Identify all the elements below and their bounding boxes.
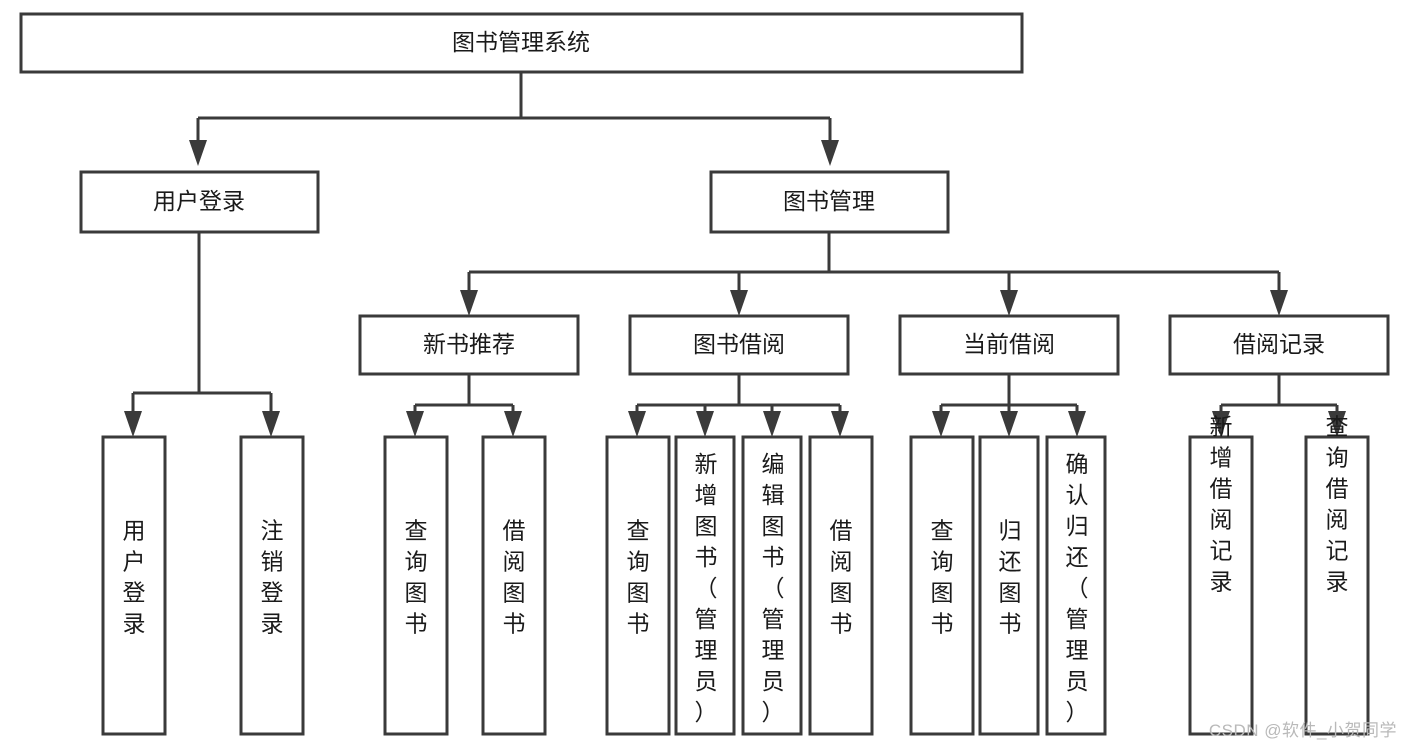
leaf-add-book-admin-box — [674, 435, 736, 736]
arrowhead-book-mgmt — [821, 140, 839, 166]
leaf-query-book-bb-label: 查询图书 — [627, 518, 650, 637]
arrowhead-nbr-2 — [504, 411, 522, 437]
leaf-query-book-bb[interactable]: 查询图书 — [605, 435, 671, 736]
node-new-book-recommend-label: 新书推荐 — [423, 331, 515, 357]
leaf-borrow-book-nbr-box — [481, 435, 547, 736]
arrowhead-bb-3 — [763, 411, 781, 437]
csdn-watermark: CSDN @软件_小贺同学 — [1208, 721, 1397, 740]
leaf-confirm-return-admin-box — [1045, 435, 1107, 736]
arrowhead-new-book — [460, 290, 478, 316]
arrowhead-borrow-record — [1270, 290, 1288, 316]
node-book-management[interactable]: 图书管理 — [709, 170, 950, 234]
node-user-login[interactable]: 用户登录 — [79, 170, 320, 234]
leaf-borrow-book-bb[interactable]: 借阅图书 — [808, 435, 874, 736]
leaf-query-book-nbr[interactable]: 查询图书 — [383, 435, 449, 736]
node-current-borrow-label: 当前借阅 — [963, 331, 1055, 357]
node-book-borrow[interactable]: 图书借阅 — [628, 314, 850, 376]
leaf-borrow-book-nbr[interactable]: 借阅图书 — [481, 435, 547, 736]
leaf-logout[interactable]: 注销登录 — [239, 435, 305, 736]
node-borrow-record-label: 借阅记录 — [1233, 331, 1325, 357]
arrowhead-cb-1 — [932, 411, 950, 437]
leaf-add-book-admin[interactable]: 新增图书（管理员） — [674, 435, 736, 736]
arrowhead-cb-3 — [1068, 411, 1086, 437]
leaf-borrow-book-bb-box — [808, 435, 874, 736]
leaf-add-book-admin-label: 新增图书（管理员） — [695, 451, 718, 725]
node-book-management-box — [709, 170, 950, 234]
leaf-query-book-nbr-label: 查询图书 — [405, 518, 428, 637]
leaf-borrow-book-bb-label: 借阅图书 — [830, 518, 853, 637]
arrowhead-book-borrow — [730, 290, 748, 316]
node-borrow-record-box — [1168, 314, 1390, 376]
arrowhead-bb-4 — [831, 411, 849, 437]
leaf-query-book-cb-box — [909, 435, 975, 736]
leaf-user-login[interactable]: 用户登录 — [101, 435, 167, 736]
leaf-add-borrow-record-label: 新增借阅记录 — [1210, 414, 1233, 595]
leaf-add-borrow-record-box — [1188, 435, 1254, 736]
arrowhead-bb-1 — [628, 411, 646, 437]
leaf-query-book-nbr-box — [383, 435, 449, 736]
arrowhead-bb-2 — [696, 411, 714, 437]
leaf-return-book-label: 归还图书 — [999, 518, 1022, 637]
node-root-label: 图书管理系统 — [452, 29, 590, 55]
leaf-edit-book-admin-label: 编辑图书（管理员） — [762, 451, 785, 725]
leaf-query-book-cb[interactable]: 查询图书 — [909, 435, 975, 736]
node-current-borrow-box — [898, 314, 1120, 376]
node-book-borrow-label: 图书借阅 — [693, 331, 785, 357]
arrowhead-nbr-1 — [406, 411, 424, 437]
leaf-edit-book-admin[interactable]: 编辑图书（管理员） — [741, 435, 803, 736]
leaf-logout-box — [239, 435, 305, 736]
node-book-borrow-box — [628, 314, 850, 376]
node-borrow-record[interactable]: 借阅记录 — [1168, 314, 1390, 376]
arrowhead-leaf-user-login — [124, 411, 142, 437]
leaf-user-login-label: 用户登录 — [123, 518, 146, 637]
node-root-box — [19, 12, 1024, 74]
arrowhead-current-borrow — [1000, 290, 1018, 316]
leaf-return-book-box — [978, 435, 1040, 736]
leaf-logout-label: 注销登录 — [261, 518, 284, 637]
leaf-confirm-return-admin-label: 确认归还（管理员） — [1066, 451, 1089, 725]
leaf-return-book[interactable]: 归还图书 — [978, 435, 1040, 736]
arrowhead-cb-2 — [1000, 411, 1018, 437]
arrowhead-user-login — [189, 140, 207, 166]
leaf-query-borrow-record[interactable]: 查询借阅记录 — [1304, 414, 1370, 736]
leaf-query-borrow-record-box — [1304, 435, 1370, 736]
arrowhead-leaf-logout — [262, 411, 280, 437]
leaf-query-borrow-record-label: 查询借阅记录 — [1326, 414, 1349, 595]
leaf-query-book-cb-label: 查询图书 — [931, 518, 954, 637]
node-new-book-recommend[interactable]: 新书推荐 — [358, 314, 580, 376]
leaf-add-borrow-record[interactable]: 新增借阅记录 — [1188, 414, 1254, 736]
leaf-confirm-return-admin[interactable]: 确认归还（管理员） — [1045, 435, 1107, 736]
leaf-borrow-book-nbr-label: 借阅图书 — [503, 518, 526, 637]
leaf-edit-book-admin-box — [741, 435, 803, 736]
node-new-book-recommend-box — [358, 314, 580, 376]
node-book-management-label: 图书管理 — [783, 188, 875, 214]
node-user-login-label: 用户登录 — [153, 188, 245, 214]
leaf-query-book-bb-box — [605, 435, 671, 736]
node-root[interactable]: 图书管理系统 — [19, 12, 1024, 74]
node-current-borrow[interactable]: 当前借阅 — [898, 314, 1120, 376]
leaf-user-login-box — [101, 435, 167, 736]
